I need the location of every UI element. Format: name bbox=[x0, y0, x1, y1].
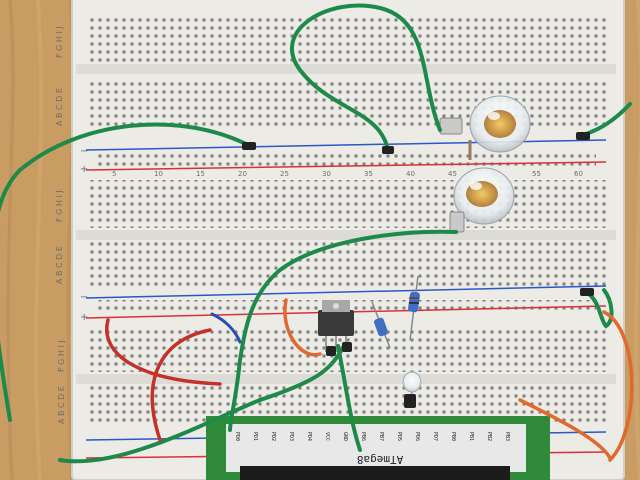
module-pin-label: PD5 bbox=[396, 432, 402, 441]
green-wire bbox=[58, 344, 346, 464]
column-number: 45 bbox=[448, 170, 457, 178]
rail-blue-line bbox=[85, 285, 607, 299]
module-pin-label: PD6 bbox=[414, 432, 420, 441]
column-number: 10 bbox=[154, 170, 163, 178]
rail-red-line bbox=[85, 161, 607, 171]
bulb-lower bbox=[449, 167, 515, 233]
rail-minus-symbol: − bbox=[80, 146, 88, 157]
microcontroller-module: PD0 PD1 PD2 PD3 PD4 VCC GND PB6 PB7 PD5 PD6 PD7 PB0 P… bbox=[206, 416, 550, 480]
column-number: 15 bbox=[196, 170, 205, 178]
column-number: 5 bbox=[112, 170, 116, 178]
row-letters: F G H I J bbox=[57, 340, 66, 372]
module-pin-label: PB0 bbox=[450, 432, 456, 441]
column-number: 35 bbox=[364, 170, 373, 178]
green-wire bbox=[290, 3, 442, 152]
module-pin-label: PD0 bbox=[234, 432, 240, 441]
row-letters: F G H I J bbox=[55, 26, 64, 58]
green-wire bbox=[336, 344, 362, 452]
module-pin-label: PD3 bbox=[288, 432, 294, 441]
blue-wire bbox=[210, 312, 242, 344]
module-pin-label: VCC bbox=[324, 432, 330, 441]
rail-plus-symbol: + bbox=[80, 164, 88, 175]
module-label: ATmega8 bbox=[357, 453, 403, 466]
module-pin-label: GND bbox=[342, 432, 348, 441]
module-pin-label: PD4 bbox=[306, 432, 312, 441]
row-letters: A B C D E bbox=[55, 246, 64, 284]
module-pin-label: PD7 bbox=[432, 432, 438, 441]
rail-minus-symbol: − bbox=[80, 292, 88, 303]
module-pin-labels: PD0 PD1 PD2 PD3 PD4 VCC GND PB6 PB7 PD5 PD6 PD7 PB0 P… bbox=[234, 432, 510, 441]
column-number: 20 bbox=[238, 170, 247, 178]
orange-wire bbox=[283, 298, 322, 357]
module-pin-label: PB6 bbox=[360, 432, 366, 441]
red-wire bbox=[150, 328, 212, 442]
module-pin-label: PD1 bbox=[252, 432, 258, 441]
column-number: 25 bbox=[280, 170, 289, 178]
module-pin-label: PB7 bbox=[378, 432, 384, 441]
resistor bbox=[371, 301, 391, 349]
module-pin-label: PD2 bbox=[270, 432, 276, 441]
module-pin-label: PB2 bbox=[486, 432, 492, 441]
module-pin-label: PB3 bbox=[504, 432, 510, 441]
rail-plus-symbol: + bbox=[80, 312, 88, 323]
green-wire bbox=[0, 122, 252, 422]
wires bbox=[0, 3, 634, 464]
red-wire bbox=[105, 318, 222, 386]
row-letters: F G H I J bbox=[55, 190, 64, 222]
green-wire bbox=[584, 288, 614, 329]
column-number: 60 bbox=[574, 170, 583, 178]
green-wire bbox=[228, 229, 458, 432]
bulb-upper bbox=[439, 95, 531, 160]
row-letters: A B C D E bbox=[55, 88, 64, 126]
column-number: 40 bbox=[406, 170, 415, 178]
column-number: 30 bbox=[322, 170, 331, 178]
orange-wire bbox=[602, 310, 634, 462]
wire-plugs bbox=[242, 132, 594, 408]
resistor bbox=[408, 275, 420, 341]
column-number: 55 bbox=[532, 170, 541, 178]
row-letters: A B C D E bbox=[57, 386, 66, 424]
orange-wire bbox=[518, 398, 612, 460]
module-pin-label: PB1 bbox=[468, 432, 474, 441]
